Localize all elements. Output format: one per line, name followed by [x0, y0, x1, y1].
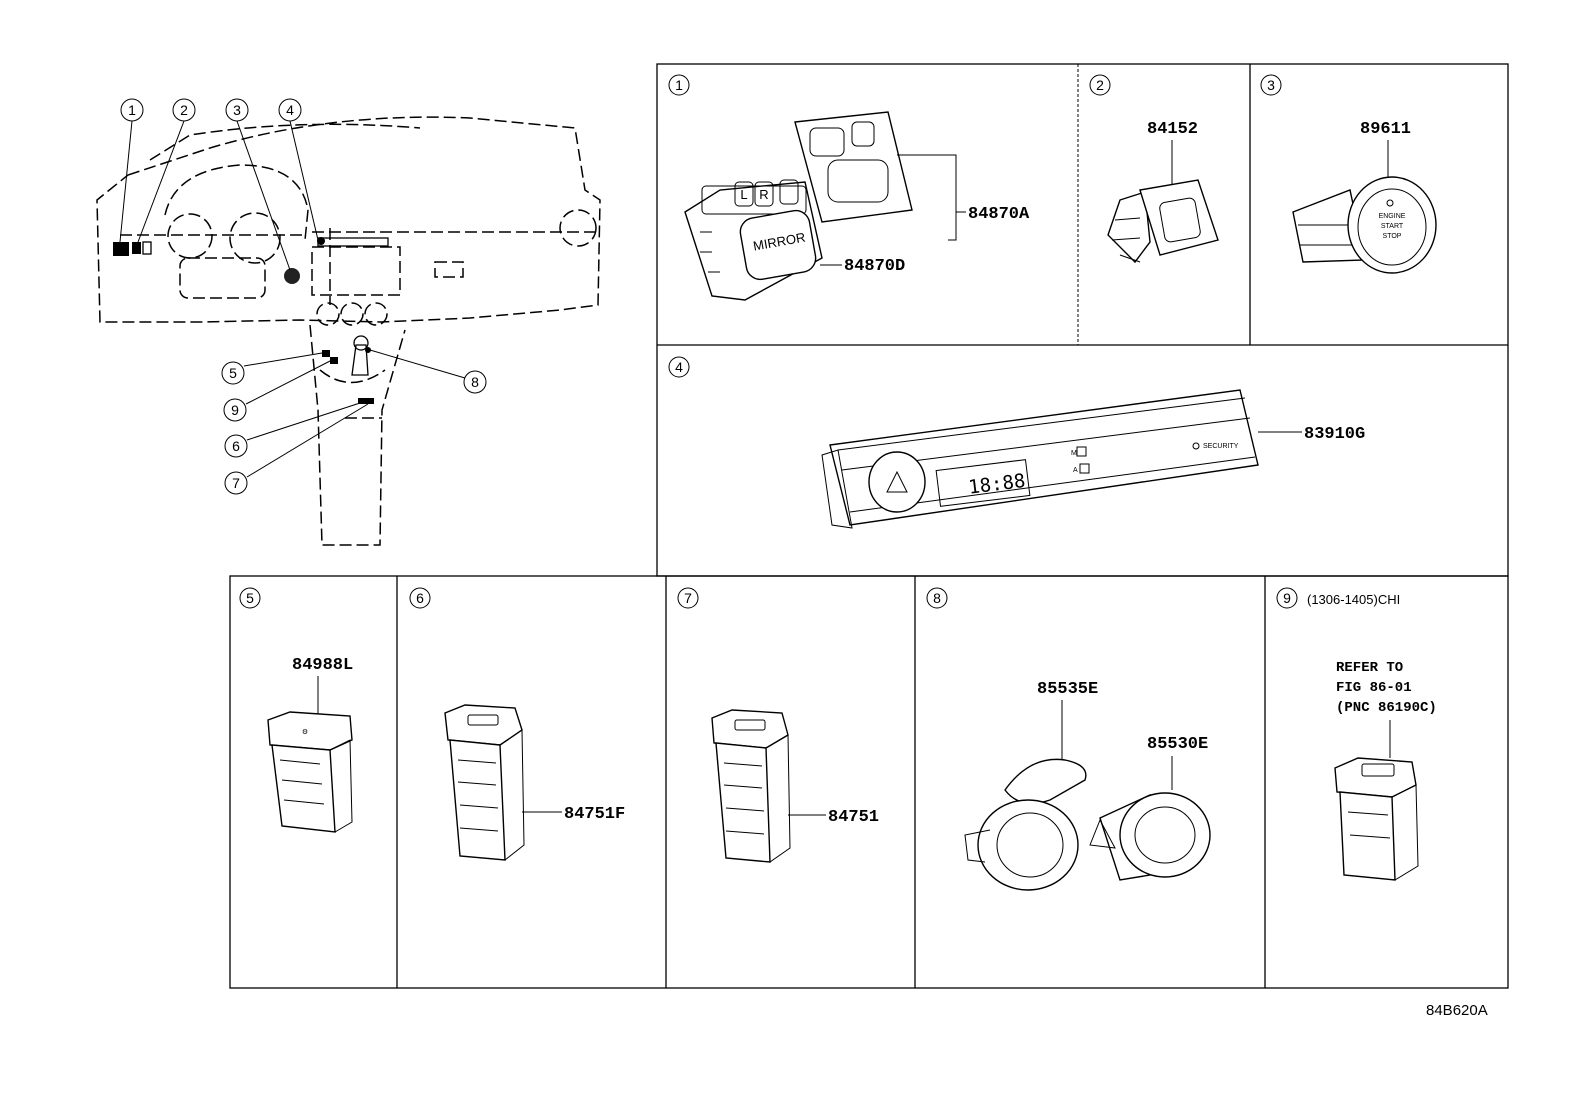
svg-text:⚙: ⚙	[302, 728, 308, 736]
svg-text:8: 8	[933, 590, 941, 606]
mirror-switch: L R MIRROR	[684, 179, 823, 301]
svg-text:2: 2	[1096, 77, 1104, 93]
svg-text:85535E: 85535E	[1037, 680, 1098, 699]
callout-1: 1	[120, 98, 144, 122]
callout-5: 5	[221, 361, 245, 385]
svg-text:84152: 84152	[1147, 120, 1198, 139]
callout-6: 6	[224, 434, 248, 458]
svg-text:SECURITY: SECURITY	[1203, 443, 1239, 450]
svg-text:3: 3	[233, 102, 241, 118]
figure-id: 84B620A	[1426, 1002, 1488, 1019]
callout-8: 8	[463, 370, 487, 394]
svg-text:M: M	[1071, 450, 1077, 457]
svg-text:84751: 84751	[828, 808, 879, 827]
svg-text:1: 1	[128, 102, 136, 118]
start-stop-button: ENGINE START STOP	[1292, 176, 1437, 274]
switch-panel-9	[1334, 757, 1419, 881]
svg-text:L: L	[740, 187, 747, 202]
svg-text:5: 5	[246, 590, 254, 606]
socket-85530E	[1089, 792, 1211, 881]
svg-text:6: 6	[232, 438, 240, 454]
hazard-clock-panel: 18:88 M A SECURITY	[821, 389, 1259, 529]
svg-text:(1306-1405)CHI: (1306-1405)CHI	[1307, 592, 1400, 607]
panel-8: 8 85535E 85530E	[926, 587, 1211, 891]
panel-5: 5 84988L ⚙	[239, 587, 353, 833]
svg-text:4: 4	[286, 102, 294, 118]
svg-text:83910G: 83910G	[1304, 425, 1365, 444]
svg-text:ENGINE: ENGINE	[1379, 213, 1406, 220]
panel-7: 7 84751	[677, 587, 879, 863]
svg-text:FIG 86-01: FIG 86-01	[1336, 680, 1412, 696]
panel-4: 4 18:88 M A SECURITY 83910G	[668, 356, 1365, 529]
panel-6: 6 84751F	[409, 587, 625, 861]
svg-text:8: 8	[471, 374, 479, 390]
mirror-switch-bezel	[794, 111, 913, 223]
panel-2: 2 84152	[1089, 74, 1219, 264]
switch-84152	[1107, 179, 1219, 264]
svg-text:7: 7	[684, 590, 692, 606]
panel-3: 3 89611 ENGINE START STOP	[1260, 74, 1437, 274]
switch-84751	[711, 709, 791, 863]
svg-text:84751F: 84751F	[564, 805, 625, 824]
svg-text:2: 2	[180, 102, 188, 118]
callout-4: 4	[278, 98, 302, 122]
switch-84751F	[444, 704, 525, 861]
svg-text:84988L: 84988L	[292, 656, 353, 675]
svg-text:R: R	[759, 187, 768, 202]
socket-cap-85535E	[964, 758, 1087, 891]
callout-9: 9	[223, 398, 247, 422]
svg-text:(PNC 86190C): (PNC 86190C)	[1336, 700, 1437, 716]
panel-grid	[229, 63, 1509, 989]
panel-1: 1 L R MIRROR 84870A 84870D	[668, 74, 1030, 301]
callout-7: 7	[224, 471, 248, 495]
svg-text:4: 4	[675, 359, 683, 375]
svg-text:START: START	[1381, 223, 1404, 230]
svg-text:3: 3	[1267, 77, 1275, 93]
dashboard-overview	[96, 116, 601, 546]
panel-9: 9 (1306-1405)CHI REFER TO FIG 86-01 (PNC…	[1276, 587, 1437, 881]
svg-text:84870D: 84870D	[844, 257, 905, 276]
switch-84988L: ⚙	[267, 711, 353, 833]
svg-text:1: 1	[675, 77, 683, 93]
svg-text:7: 7	[232, 475, 240, 491]
svg-text:9: 9	[231, 402, 239, 418]
svg-text:STOP: STOP	[1383, 233, 1402, 240]
svg-text:5: 5	[229, 365, 237, 381]
svg-text:A: A	[1073, 467, 1078, 474]
svg-text:84870A: 84870A	[968, 205, 1030, 224]
svg-text:9: 9	[1283, 590, 1291, 606]
svg-text:89611: 89611	[1360, 120, 1411, 139]
svg-text:6: 6	[416, 590, 424, 606]
callout-2: 2	[172, 98, 196, 122]
svg-text:REFER TO: REFER TO	[1336, 660, 1403, 676]
callout-3: 3	[225, 98, 249, 122]
svg-text:85530E: 85530E	[1147, 735, 1208, 754]
